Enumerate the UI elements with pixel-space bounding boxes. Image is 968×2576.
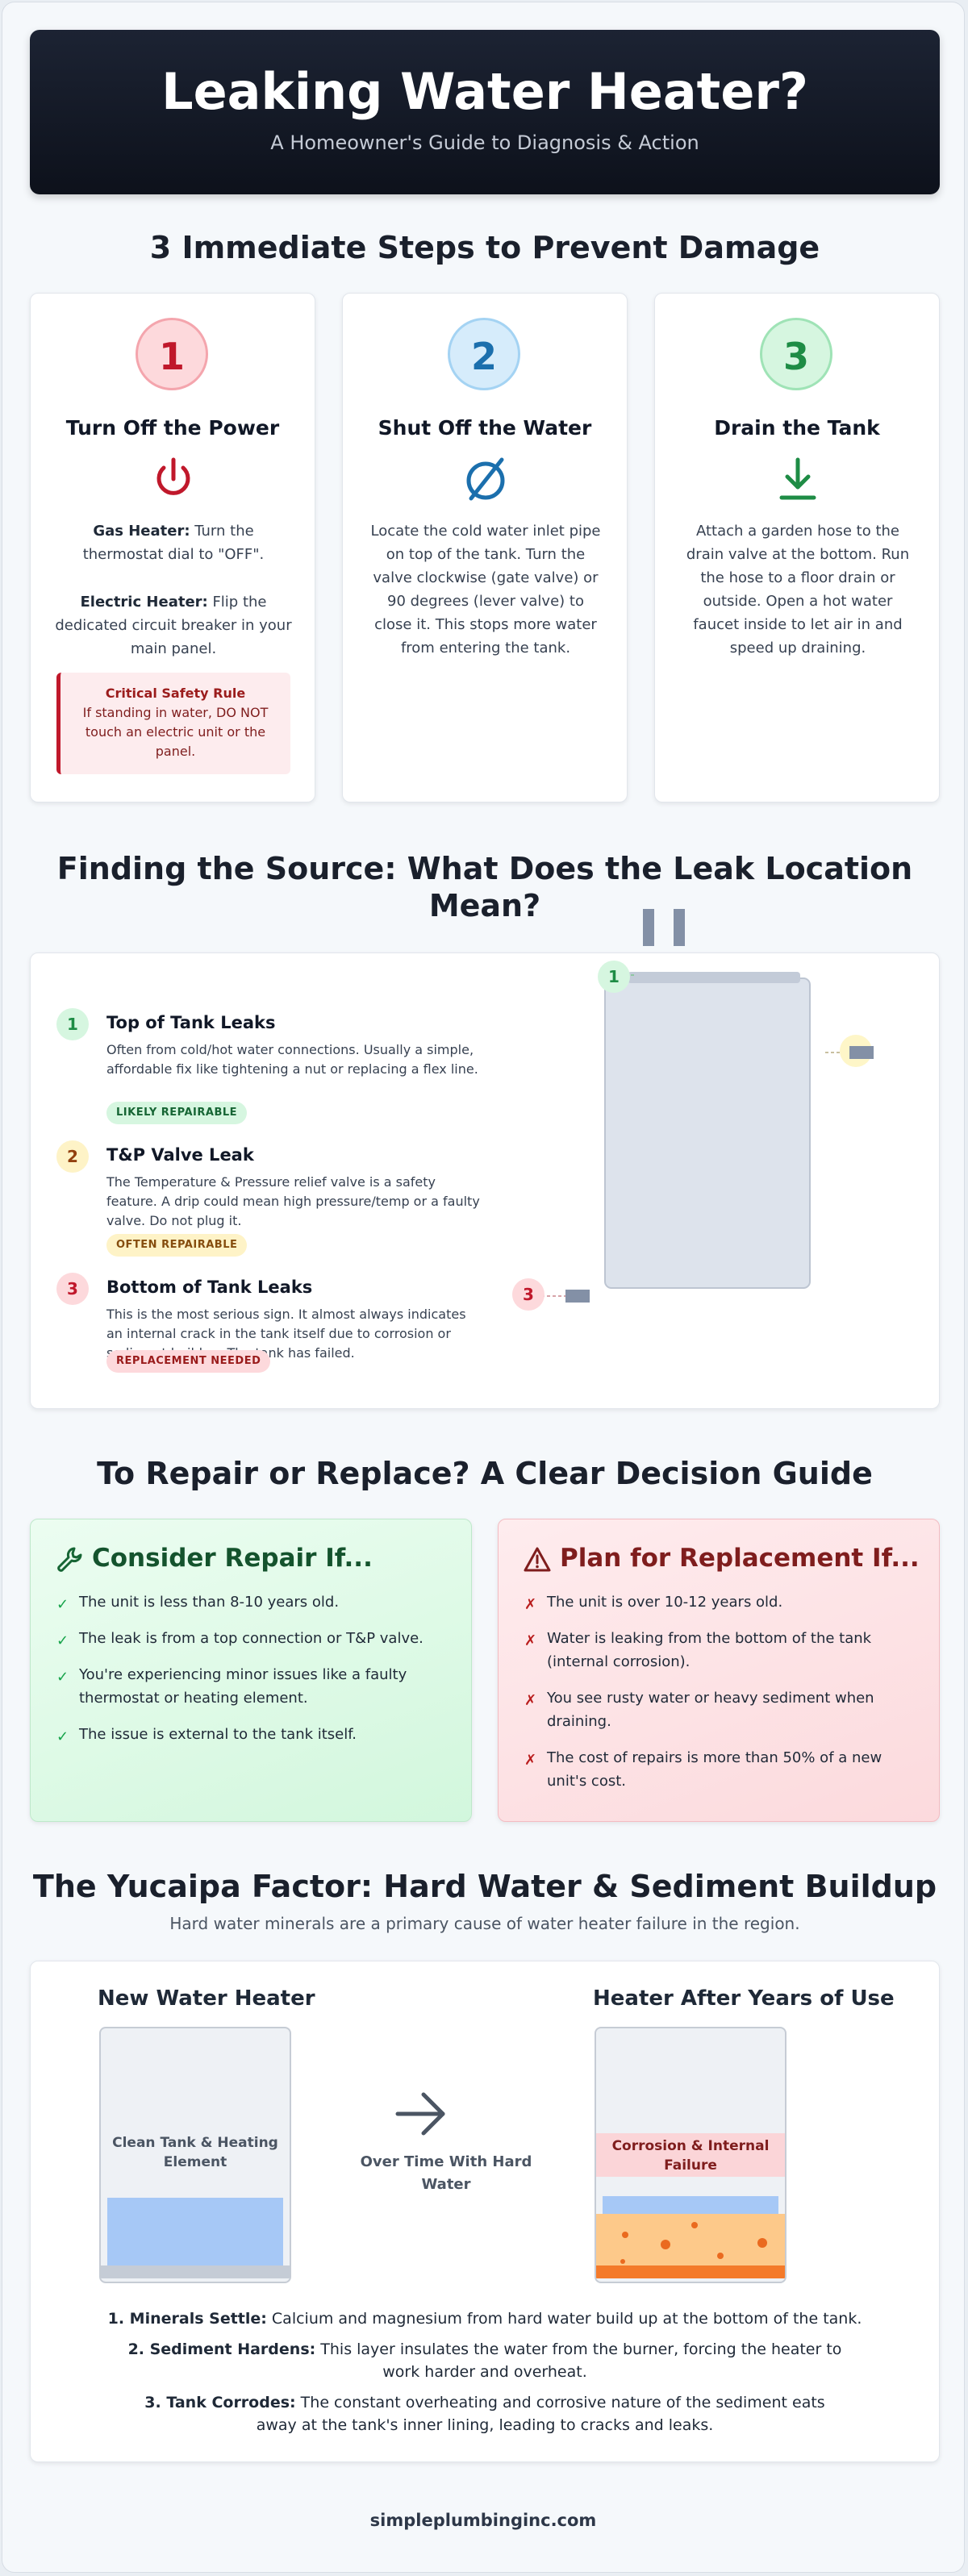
water-heater-diagram: 1 3 [512,909,874,1311]
marker-3-label: 3 [523,1285,534,1304]
download-arrow-icon [779,457,816,500]
warning-triangle-icon [524,1547,551,1572]
leak-description: The Temperature & Pressure relief valve … [106,1174,480,1228]
alert-title: Critical Safety Rule [105,686,246,701]
arrow-right-icon [395,2092,445,2136]
replace-list: ✗The unit is over 10-12 years old. ✗Wate… [523,1590,918,1806]
tank-lid [628,972,800,983]
safety-alert: Critical Safety Rule If standing in wate… [56,673,290,774]
leak-number: 3 [56,1273,89,1305]
gas-heater-text: Turn the thermostat dial to "OFF". [82,523,265,563]
new-tank-illustration: Clean Tank & Heating Element [99,2027,291,2283]
marker-3 [512,1278,544,1311]
marker-1-label: 1 [608,967,620,986]
list-item: ✗Water is leaking from the bottom of the… [524,1630,872,1670]
process-step: 2. Sediment Hardens: This layer insulate… [127,2340,842,2381]
leak-title: Top of Tank Leaks [106,1013,276,1032]
replace-card: Plan for Replacement If... ✗The unit is … [498,1519,940,1822]
old-tank-illustration: Corrosion & Internal Failure [595,2027,786,2283]
list-item: ✗You see rusty water or heavy sediment w… [524,1690,874,1730]
yucaipa-subtitle: Hard water minerals are a primary cause … [169,1914,800,1933]
step-body: Gas Heater: Turn the thermostat dial to … [55,519,292,685]
page-title: Leaking Water Heater? [161,62,808,121]
list-item: ✓The leak is from a top connection or T&… [56,1630,424,1649]
step-number: 1 [136,318,208,390]
outlet-pipe [674,909,685,946]
new-heater-title: New Water Heater [98,1986,315,2011]
remaining-water [603,2196,778,2214]
process-step: 1. Minerals Settle: Calcium and magnesiu… [107,2310,862,2328]
step-card-water: 2 Shut Off the Water Locate the cold wat… [342,293,628,802]
list-item: ✗The unit is over 10-12 years old. [524,1594,783,1613]
list-item: ✓The unit is less than 8-10 years old. [56,1594,340,1613]
step-title: Turn Off the Power [65,416,280,440]
alert-text: If standing in water, DO NOT touch an el… [82,705,269,759]
yucaipa-section-title: The Yucaipa Factor: Hard Water & Sedimen… [32,1869,937,1904]
steps-section-title: 3 Immediate Steps to Prevent Damage [149,230,820,265]
new-tank-label: Clean Tank & Heating Element [112,2135,278,2170]
step-number: 3 [760,318,832,390]
step-title: Drain the Tank [714,416,880,440]
inlet-pipe [643,909,654,946]
sediment-layer [596,2214,785,2265]
repair-list: ✓The unit is less than 8-10 years old. ✓… [55,1590,450,1759]
replace-title: Plan for Replacement If... [560,1544,920,1573]
step-card-drain: 3 Drain the Tank Attach a garden hose to… [654,293,940,802]
step-body: Attach a garden hose to the drain valve … [686,523,910,657]
step-title: Shut Off the Water [378,416,592,440]
step-card-power: 1 Turn Off the Power Gas Heater: Turn th… [30,293,315,802]
old-tank-label: Corrosion & Internal Failure [611,2138,770,2174]
gas-heater-label: Gas Heater: [93,523,190,540]
leak-title: T&P Valve Leak [106,1145,254,1165]
list-item: ✓The issue is external to the tank itsel… [56,1726,357,1745]
shutoff-valve-icon [466,457,505,501]
leak-number: 2 [56,1140,89,1173]
drain-valve [565,1290,590,1303]
tank-base [101,2265,290,2278]
process-step: 3. Tank Corrodes: The constant overheati… [144,2394,825,2434]
status-badge: LIKELY REPAIRABLE [106,1102,248,1124]
transition-label: Over Time With Hard Water [360,2153,532,2193]
old-heater-title: Heater After Years of Use [593,1986,895,2011]
footer-site-link[interactable]: simpleplumbinginc.com [369,2511,597,2530]
step-body: Locate the cold water inlet pipe on top … [370,523,601,657]
header-banner: Leaking Water Heater? A Homeowner's Guid… [30,30,940,194]
marker-1 [598,961,630,993]
electric-heater-label: Electric Heater: [80,594,208,611]
leak-description: Often from cold/hot water connections. U… [106,1042,478,1077]
leak-title: Bottom of Tank Leaks [106,1278,313,1297]
repair-card: Consider Repair If... ✓The unit is less … [30,1519,472,1822]
step-number: 2 [448,318,520,390]
tank-base-corroded [596,2265,785,2278]
repair-title: Consider Repair If... [92,1544,373,1573]
status-badge: REPLACEMENT NEEDED [106,1350,271,1373]
wrench-icon [57,1547,82,1572]
electric-heater-text: Flip the dedicated circuit breaker in yo… [55,594,292,657]
leak-section-title: Finding the Source: What Does the Leak L… [56,851,913,923]
decision-section-title: To Repair or Replace? A Clear Decision G… [97,1456,873,1491]
sediment-process-list: 1. Minerals Settle: Calcium and magnesiu… [30,2307,940,2445]
status-badge: OFTEN REPAIRABLE [106,1234,248,1257]
tank-body [604,977,811,1289]
page-subtitle: A Homeowner's Guide to Diagnosis & Actio… [270,131,699,154]
list-item: ✗The cost of repairs is more than 50% of… [524,1749,882,1790]
corrosion-band [596,2133,785,2177]
power-icon [156,457,190,495]
list-item: ✓You're experiencing minor issues like a… [56,1666,407,1707]
clean-water [107,2198,283,2265]
leak-number: 1 [56,1008,89,1040]
